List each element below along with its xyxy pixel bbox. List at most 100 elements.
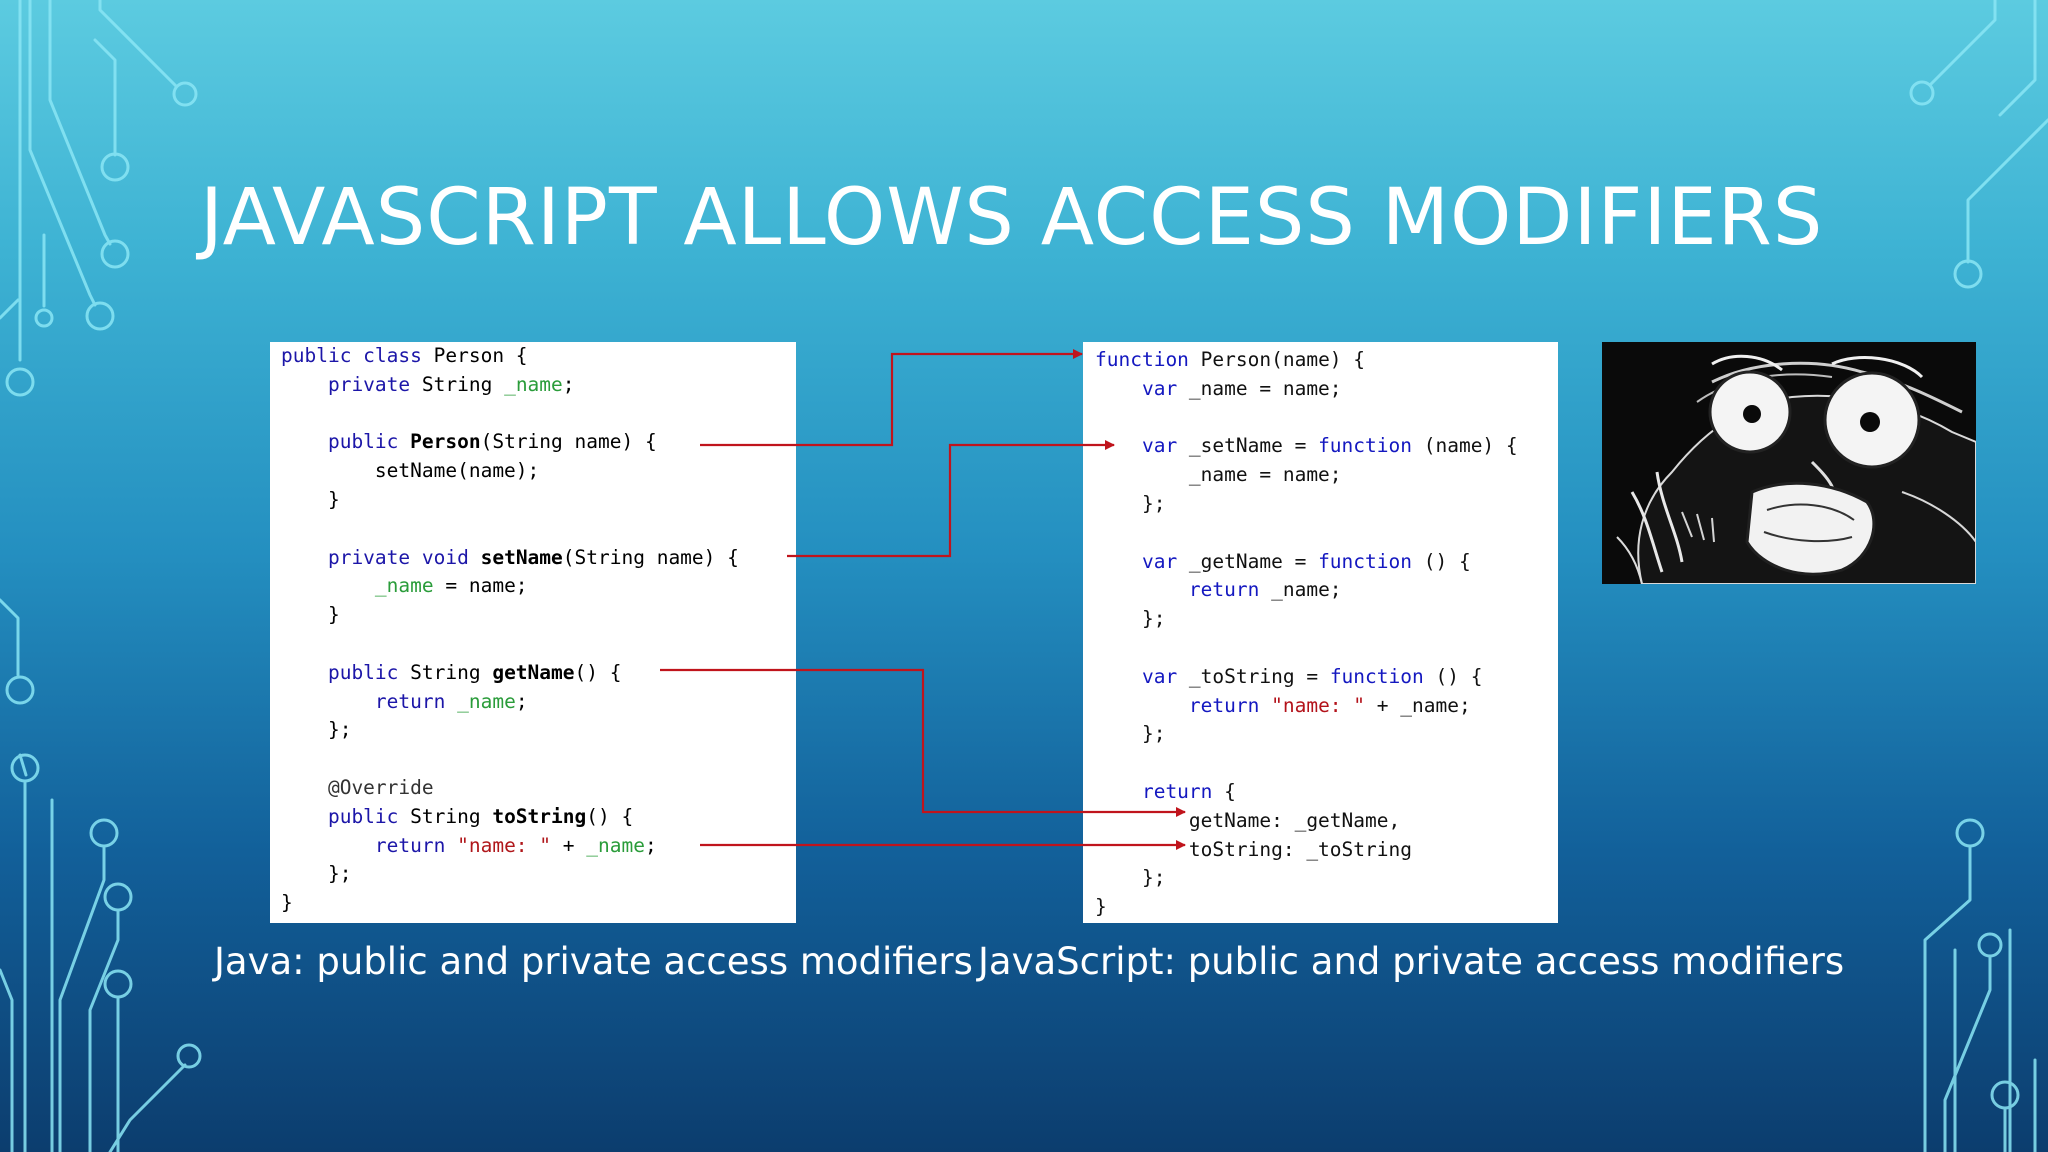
code-token: }; (281, 718, 352, 742)
code-token: toString: _toString (1095, 837, 1412, 861)
code-token: ; (644, 833, 657, 857)
javascript-code-line: }; (1095, 490, 1558, 519)
java-code-line: }; (281, 860, 796, 889)
code-token: _setName = (1188, 434, 1319, 458)
code-token: Person(name) { (1200, 348, 1366, 371)
code-token: function (1318, 434, 1424, 458)
code-token: _name = name; (1188, 376, 1342, 400)
javascript-code-line: }; (1095, 720, 1558, 749)
code-token: }; (1095, 866, 1166, 890)
java-code-line: public Person(String name) { (281, 428, 796, 457)
javascript-code-line: }; (1095, 605, 1558, 634)
java-code-line: }; (281, 716, 796, 745)
code-token: getName: _getName, (1095, 808, 1401, 832)
java-code-line (281, 400, 796, 429)
code-token: + (551, 833, 587, 857)
code-token: "name: " (1271, 693, 1366, 717)
javascript-code-line: var _getName = function () { (1095, 548, 1558, 577)
code-token: () { (574, 660, 622, 684)
code-token: (String name) { (480, 430, 657, 454)
code-token: public (281, 804, 411, 828)
code-token: public (281, 660, 411, 684)
java-caption: Java: public and private access modifier… (214, 940, 973, 983)
code-token: _name (586, 833, 645, 857)
javascript-code-line: var _setName = function (name) { (1095, 432, 1558, 461)
code-token: }; (281, 862, 352, 886)
code-token: () { (1435, 664, 1483, 688)
javascript-code-line: _name = name; (1095, 461, 1558, 490)
code-token: public class (281, 344, 434, 367)
code-token: (name) { (1423, 434, 1518, 458)
java-code-panel: public class Person { private String _na… (270, 342, 796, 923)
code-token: ; (562, 372, 575, 396)
code-token: function (1095, 348, 1201, 371)
code-token: _name; (1271, 578, 1342, 602)
code-token: toString (492, 804, 587, 828)
javascript-code-line: return "name: " + _name; (1095, 692, 1558, 721)
code-token: var (1095, 549, 1189, 573)
javascript-code-line: function Person(name) { (1095, 346, 1558, 375)
code-token: _name = name; (1095, 463, 1342, 487)
javascript-caption: JavaScript: public and private access mo… (978, 940, 1845, 983)
javascript-code-line (1095, 749, 1558, 778)
code-token: function (1329, 664, 1436, 688)
javascript-code-line: var _toString = function () { (1095, 663, 1558, 692)
code-token: } (281, 603, 340, 627)
code-token: var (1095, 376, 1189, 400)
java-code-line (281, 515, 796, 544)
javascript-code-line (1095, 519, 1558, 548)
javascript-code-line: } (1095, 893, 1558, 922)
javascript-code-line: return { (1095, 778, 1558, 807)
code-token: _getName = (1188, 549, 1319, 573)
javascript-code-line (1095, 404, 1558, 433)
code-token: } (281, 891, 293, 915)
code-token: (String name) { (562, 545, 739, 569)
code-token: return (1095, 779, 1225, 803)
javascript-code-line: var _name = name; (1095, 375, 1558, 404)
code-token: ; (515, 689, 528, 713)
java-code-line: private void setName(String name) { (281, 544, 796, 573)
code-token: } (1095, 895, 1107, 919)
code-token: }; (1095, 722, 1166, 746)
code-token: private void (281, 545, 481, 569)
java-code-line: @Override (281, 774, 796, 803)
code-token: _name (374, 574, 434, 598)
javascript-code-line: getName: _getName, (1095, 807, 1558, 836)
rage-comic-face-icon (1602, 342, 1976, 584)
code-token: var (1095, 434, 1189, 458)
code-token: return (281, 833, 458, 857)
code-token: setName (480, 545, 563, 569)
java-code-line: return "name: " + _name; (281, 832, 796, 861)
java-code-line: setName(name); (281, 457, 796, 486)
code-token: return (1095, 578, 1272, 602)
java-code-line: } (281, 601, 796, 630)
code-token: _name (504, 372, 563, 396)
java-code-line: public String getName() { (281, 659, 796, 688)
javascript-code-line: return _name; (1095, 576, 1558, 605)
code-token: }; (1095, 491, 1166, 515)
code-token: () { (586, 804, 634, 828)
code-token: Person { (433, 344, 528, 367)
code-token: = name; (433, 574, 528, 598)
slide-title: JAVASCRIPT ALLOWS ACCESS MODIFIERS (200, 173, 1824, 263)
code-token: String (421, 372, 505, 396)
code-token: _name (457, 689, 516, 713)
code-token: setName(name); (281, 459, 540, 483)
code-token: Person (410, 430, 481, 454)
code-token: () { (1423, 549, 1471, 573)
javascript-code-line: }; (1095, 864, 1558, 893)
code-token: + _name; (1365, 693, 1471, 717)
code-token: String (410, 804, 493, 828)
javascript-code-line (1095, 634, 1558, 663)
code-token: _toString = (1188, 664, 1330, 688)
code-token: public (281, 430, 411, 454)
code-token: return (281, 689, 458, 713)
javascript-code-line: toString: _toString (1095, 836, 1558, 865)
code-token: @Override (281, 775, 434, 799)
java-code-line: return _name; (281, 688, 796, 717)
code-token: }; (1095, 607, 1166, 631)
code-token: { (1224, 779, 1236, 803)
java-code-line: } (281, 889, 796, 918)
java-code-line: _name = name; (281, 572, 796, 601)
